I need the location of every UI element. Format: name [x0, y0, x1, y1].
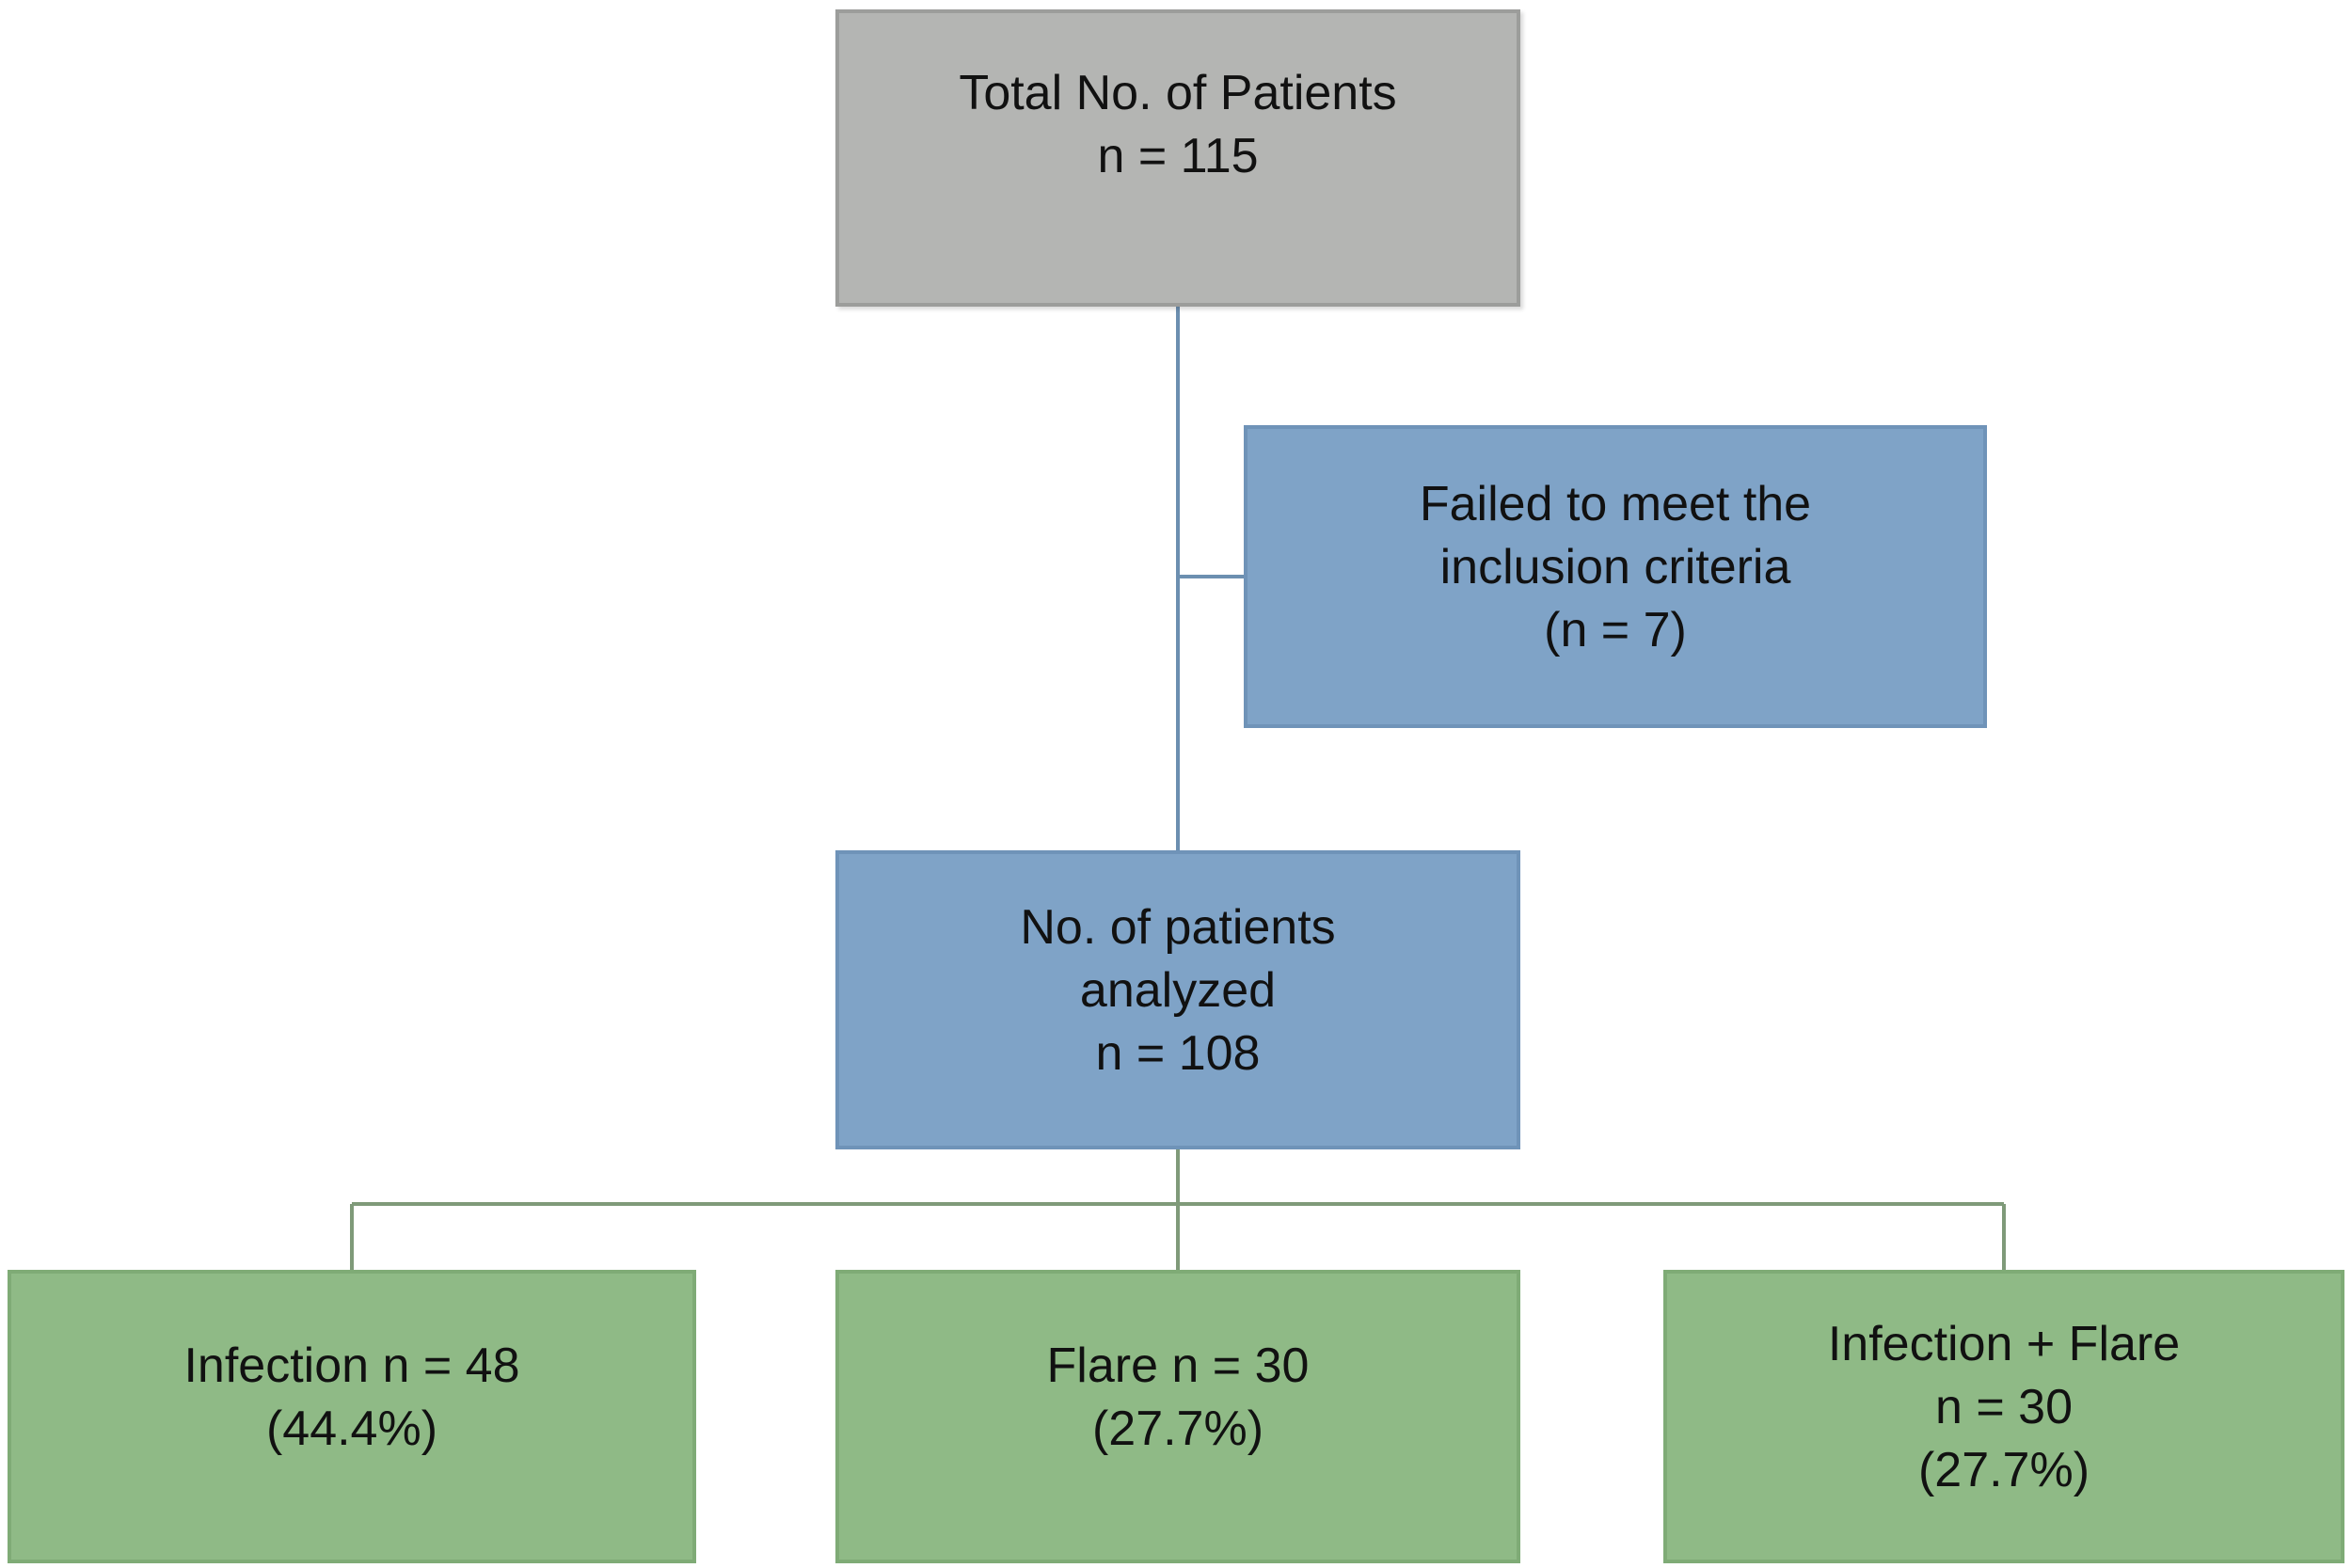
flare-outcome-box: Flare n = 30 (27.7%) [835, 1270, 1520, 1563]
excluded-label-line2: inclusion criteria [1439, 539, 1791, 594]
analyzed-count: n = 108 [1095, 1025, 1261, 1081]
infection-outcome-box: Infection n = 48 (44.4%) [8, 1270, 696, 1563]
total-patients-box: Total No. of Patients n = 115 [835, 9, 1520, 307]
total-patients-label: Total No. of Patients [959, 66, 1397, 120]
excluded-count: (n = 7) [1544, 602, 1687, 657]
analyzed-label-line2: analyzed [1079, 962, 1277, 1018]
infection-count: Infection n = 48 [183, 1338, 520, 1393]
infection-flare-count: n = 30 [1934, 1379, 2074, 1434]
infection-flare-label: Infection + Flare [1827, 1316, 2181, 1371]
total-patients-count: n = 115 [1097, 129, 1259, 183]
analyzed-patients-box: No. of patients analyzed n = 108 [835, 850, 1520, 1149]
infection-flare-outcome-box: Infection + Flare n = 30 (27.7%) [1663, 1270, 2344, 1563]
excluded-patients-box: Failed to meet the inclusion criteria (n… [1244, 425, 1987, 728]
infection-percent: (44.4%) [265, 1402, 438, 1456]
infection-flare-percent: (27.7%) [1917, 1442, 2090, 1497]
flare-percent: (27.7%) [1091, 1402, 1264, 1456]
analyzed-label-line1: No. of patients [1020, 899, 1336, 955]
flare-count: Flare n = 30 [1046, 1338, 1310, 1393]
excluded-label-line1: Failed to meet the [1419, 476, 1812, 531]
